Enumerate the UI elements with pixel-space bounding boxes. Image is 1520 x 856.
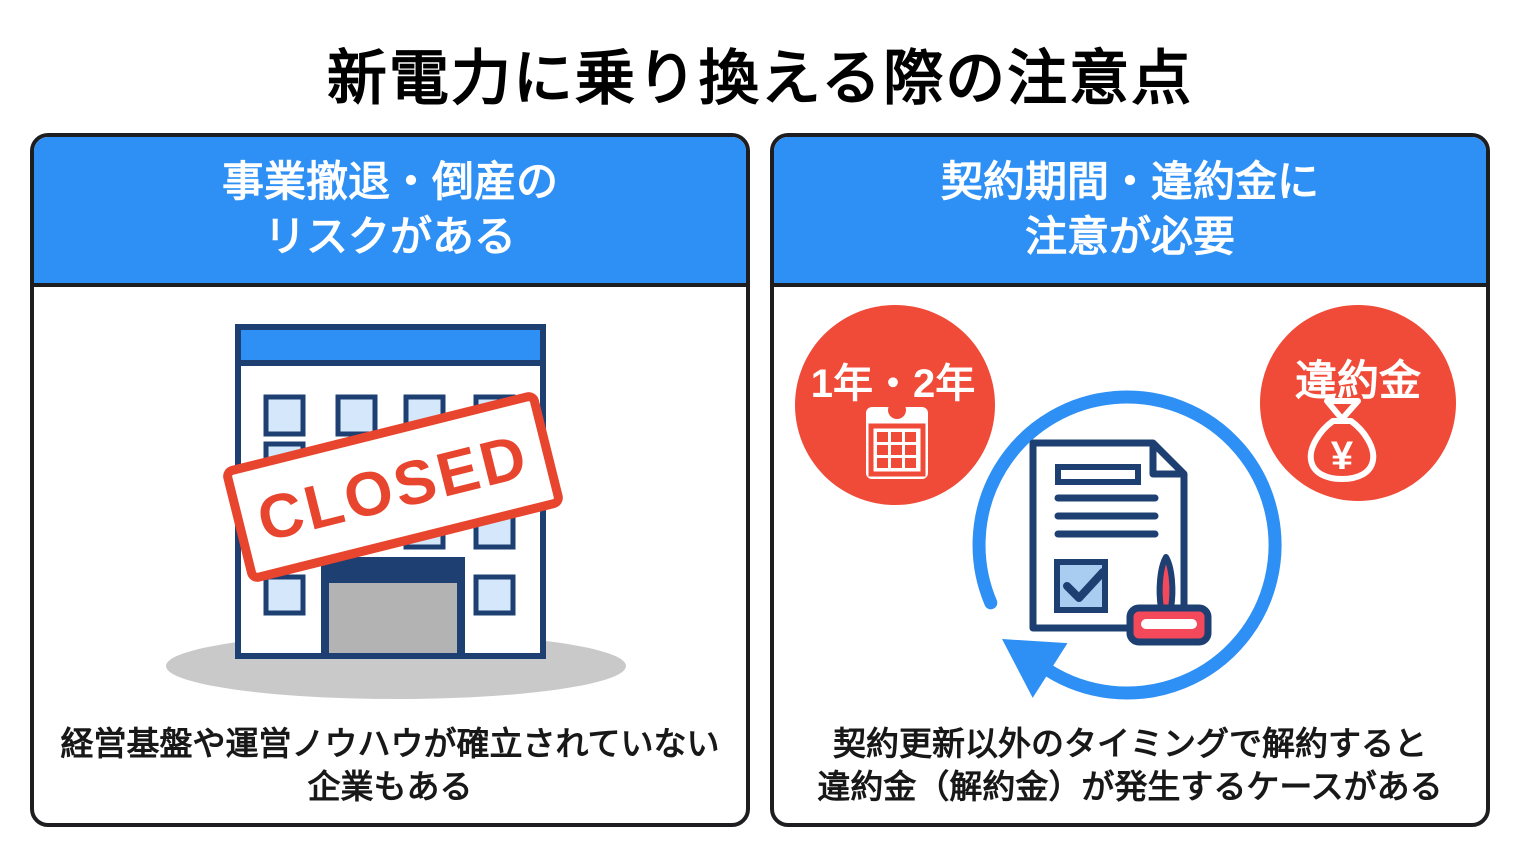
penalty-fee-label: 違約金: [1295, 357, 1422, 404]
caption-line2: 違約金（解約金）が発生するケースがある: [817, 768, 1443, 806]
contract-document-icon: [1029, 439, 1188, 632]
caption-line1: 契約更新以外のタイミングで解約すると: [832, 724, 1427, 762]
contract-cycle-illustration: 1年・2年 違約金: [795, 305, 1456, 700]
caption-line1: 経営基盤や運営ノウハウが確立されていない: [60, 724, 720, 762]
card-header-line2: 注意が必要: [1024, 213, 1235, 260]
contract-term-badge: 1年・2年: [795, 305, 995, 505]
renewal-cycle-arrow-icon: [972, 390, 1282, 700]
checkbox-icon: [1054, 559, 1108, 613]
card-header-line1: 契約期間・違約金に: [940, 158, 1319, 206]
card-body-bankruptcy: CLOSED 経営基盤や運営ノウハウが確立されていない 企業もある: [34, 287, 746, 823]
card-caption-contract: 契約更新以外のタイミングで解約すると 違約金（解約金）が発生するケースがある: [817, 722, 1442, 809]
money-bag-icon: [1307, 398, 1377, 482]
card-contract-caution: 契約期間・違約金に 注意が必要: [770, 133, 1490, 827]
card-body-contract: 1年・2年 違約金: [774, 287, 1486, 823]
hanko-stamp-icon: [1126, 554, 1212, 646]
card-header-line1: 事業撤退・倒産の: [221, 158, 558, 206]
card-caption-bankruptcy: 経営基盤や運営ノウハウが確立されていない 企業もある: [60, 722, 719, 809]
caption-line2: 企業もある: [307, 768, 473, 806]
card-header-line2: リスクがある: [263, 213, 516, 260]
cards-container: 事業撤退・倒産の リスクがある: [30, 133, 1490, 827]
page-title: 新電力に乗り換える際の注意点: [326, 45, 1194, 112]
penalty-fee-badge: 違約金 ¥: [1260, 305, 1456, 501]
document-text-lines: [1054, 494, 1159, 538]
contract-term-label: 1年・2年: [811, 362, 976, 406]
closed-building-illustration: CLOSED: [166, 324, 626, 699]
building-entrance: [321, 557, 465, 656]
calendar-grid: [877, 432, 916, 468]
yen-symbol: ¥: [1331, 434, 1354, 478]
card-header-contract: 契約期間・違約金に 注意が必要: [774, 137, 1486, 287]
calendar-icon: [866, 401, 928, 479]
card-header-bankruptcy: 事業撤退・倒産の リスクがある: [34, 137, 746, 287]
card-bankruptcy-risk: 事業撤退・倒産の リスクがある: [30, 133, 750, 827]
